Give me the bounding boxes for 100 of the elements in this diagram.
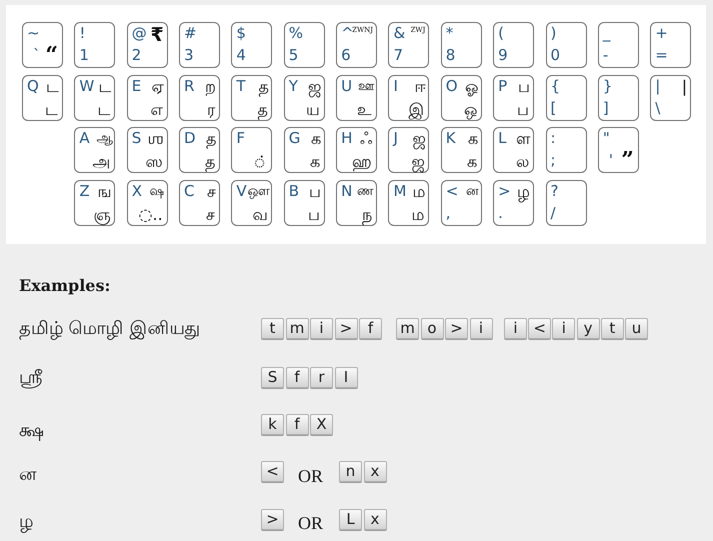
keyboard-key	[546, 75, 586, 121]
keycap: >	[445, 318, 468, 339]
keyboard-key	[231, 180, 272, 226]
key-legend: M	[393, 183, 406, 200]
keycap: y	[576, 318, 600, 339]
key-legend: @	[132, 25, 147, 42]
key-legend: O	[446, 78, 458, 96]
keyboard-key	[336, 127, 378, 173]
key-legend: ய	[306, 100, 320, 119]
keyboard-key	[231, 127, 272, 173]
key-legend: 5	[288, 46, 298, 64]
keycap: I	[334, 367, 358, 388]
keycap: i	[470, 318, 492, 339]
key-legend: ங	[97, 183, 112, 202]
keyboard-key	[336, 75, 378, 121]
keyboard-key	[598, 75, 639, 121]
keyboard-key	[336, 180, 378, 226]
key-legend: I	[393, 78, 398, 96]
key-legend: }	[602, 78, 612, 96]
key-legend: ^	[341, 25, 354, 42]
key-legend: ப	[517, 100, 530, 119]
keycap: <	[261, 461, 284, 482]
key-legend: க	[310, 152, 320, 171]
key-legend: |	[682, 78, 688, 96]
key-legend: A	[79, 130, 90, 148]
keyboard-key	[179, 22, 220, 68]
keyboard-key	[493, 180, 534, 226]
key-legend: F	[236, 130, 246, 148]
keycap: u	[625, 318, 648, 339]
key-legend: 4	[236, 46, 246, 64]
key-legend: >	[498, 183, 511, 200]
keycap: i	[552, 318, 576, 339]
key-legend: ட	[45, 100, 58, 119]
keyboard-key	[74, 75, 116, 121]
key-legend: ப	[308, 206, 320, 224]
key-legend: %	[288, 25, 304, 42]
key-legend: ”	[621, 151, 634, 171]
key-legend: ஃ	[360, 130, 374, 148]
key-legend: "	[602, 130, 610, 148]
key-legend: வ	[252, 206, 268, 224]
keyboard-key	[493, 127, 534, 173]
key-legend: S	[132, 130, 142, 148]
keycap: >	[261, 509, 284, 530]
keycap: o	[420, 318, 444, 339]
key-legend: ஔ	[247, 185, 270, 200]
key-legend: ஷ	[150, 185, 165, 200]
key-legend: B	[288, 183, 300, 200]
key-legend: ட	[46, 78, 59, 96]
keyboard-key	[493, 75, 534, 121]
key-legend: ஸ	[146, 152, 163, 171]
key-legend: '	[608, 152, 613, 169]
key-legend: த	[205, 152, 216, 171]
key-legend: ஜ	[411, 152, 424, 171]
key-legend: ஞ	[93, 206, 110, 224]
key-legend: 0	[550, 46, 560, 64]
key-legend: \	[655, 100, 660, 117]
example-text: தமிழ் மொழி இனியது	[19, 317, 200, 341]
keyboard-key	[284, 180, 325, 226]
keyboard-key	[126, 127, 168, 173]
keycap: n	[339, 461, 362, 482]
key-legend: 8	[446, 46, 456, 64]
keycap: X	[310, 414, 333, 435]
key-legend: ட	[98, 78, 112, 96]
example-text: க்ஷ	[19, 419, 44, 443]
key-legend: ச	[207, 183, 216, 202]
key-legend: Q	[27, 78, 39, 96]
keycap: f	[286, 367, 308, 388]
keyboard-key	[336, 22, 378, 68]
keycap: m	[286, 318, 308, 339]
key-legend: ◌..	[138, 206, 163, 224]
key-legend: P	[498, 78, 508, 96]
key-legend: ந	[362, 206, 372, 224]
keyboard-key	[126, 22, 168, 68]
key-legend: ட	[97, 100, 110, 119]
key-legend: )	[550, 25, 556, 42]
key-legend: -	[602, 46, 608, 64]
key-legend: க	[466, 152, 477, 171]
keyboard-key	[440, 127, 482, 173]
key-legend: ~	[27, 25, 40, 42]
keycap: i	[310, 318, 333, 339]
key-legend: 9	[498, 46, 508, 64]
key-legend: .	[498, 204, 503, 222]
keyboard-key	[126, 180, 168, 226]
key-legend: *	[446, 25, 454, 42]
key-legend: {	[550, 78, 560, 96]
key-legend: ஹ	[352, 152, 372, 171]
keycap: f	[359, 318, 382, 339]
keycap: f	[286, 414, 308, 435]
key-legend: Z	[79, 183, 90, 200]
key-legend: ;	[550, 152, 556, 169]
key-legend: ப	[518, 78, 530, 96]
key-legend: 7	[393, 46, 403, 64]
key-legend: E	[132, 78, 142, 96]
key-legend: ₹	[150, 25, 164, 47]
key-legend: ◌்	[253, 152, 268, 171]
keyboard-key	[546, 22, 586, 68]
keyboard-key	[179, 180, 220, 226]
keycap: t	[600, 318, 624, 339]
key-legend: V	[236, 183, 247, 200]
key-legend: H	[341, 130, 352, 148]
